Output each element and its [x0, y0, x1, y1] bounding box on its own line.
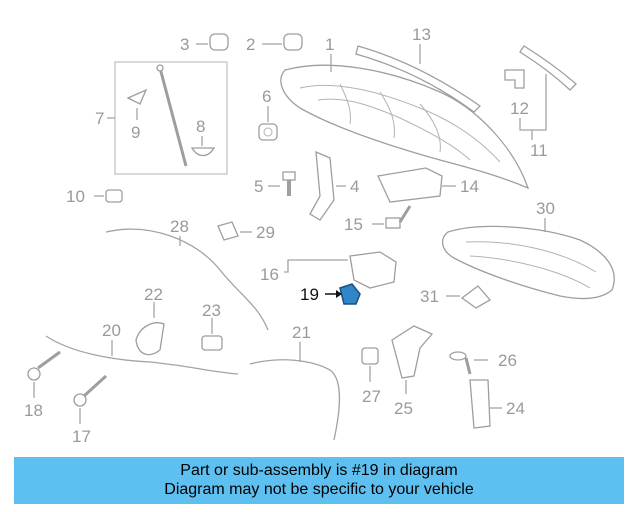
latch-bracket — [377, 167, 456, 203]
pivot-pin — [94, 189, 123, 203]
screw-18 — [27, 350, 61, 398]
cable-connector — [201, 318, 223, 351]
callout-24: 24 — [506, 399, 525, 418]
release-cable — [105, 228, 269, 331]
release-cable-21 — [249, 342, 341, 441]
callout-9: 9 — [131, 123, 140, 142]
highlighted-part-19 — [325, 283, 361, 305]
callout-12: 12 — [510, 99, 529, 118]
callout-26: 26 — [498, 351, 517, 370]
hood-seal-strip — [519, 45, 577, 140]
callout-14: 14 — [460, 177, 479, 196]
grommet — [258, 106, 278, 141]
hood-hinge — [309, 150, 346, 221]
callout-11: 11 — [530, 141, 548, 160]
hood-bumper-2 — [262, 33, 303, 51]
callout-22: 22 — [144, 285, 163, 304]
latch-support-bracket — [391, 325, 434, 394]
callout-28: 28 — [170, 217, 189, 236]
retainer-clip — [361, 347, 379, 382]
release-cable-20 — [45, 335, 239, 375]
callout-15: 15 — [344, 215, 363, 234]
callout-29: 29 — [256, 223, 275, 242]
mount-bracket — [469, 379, 502, 429]
hood-insulator — [442, 218, 615, 300]
callout-5: 5 — [254, 177, 263, 196]
banner-line-2: Diagram may not be specific to your vehi… — [164, 481, 474, 498]
callout-20: 20 — [102, 321, 121, 340]
callout-25: 25 — [394, 399, 413, 418]
callout-10: 10 — [66, 187, 85, 206]
screw-17 — [73, 374, 108, 424]
prop-bolt — [449, 351, 488, 375]
callout-3: 3 — [180, 35, 189, 54]
callout-6: 6 — [262, 87, 271, 106]
cable-clip — [217, 221, 252, 241]
hinge-bolt — [268, 171, 296, 196]
callout-7: 7 — [95, 109, 104, 128]
callout-31: 31 — [420, 287, 439, 306]
callout-4: 4 — [350, 177, 359, 196]
callout-18: 18 — [24, 401, 43, 420]
info-banner: Part or sub-assembly is #19 in diagram D… — [14, 457, 624, 504]
callout-23: 23 — [202, 301, 221, 320]
parts-diagram: 1 2 3 4 5 6 7 8 9 10 11 12 13 14 15 16 1… — [24, 25, 615, 446]
hood-bumper-3 — [196, 33, 229, 51]
callout-30: 30 — [536, 199, 555, 218]
callout-16: 16 — [260, 265, 279, 284]
release-handle — [135, 302, 165, 356]
callout-8: 8 — [196, 117, 205, 136]
banner-line-1: Part or sub-assembly is #19 in diagram — [180, 462, 458, 479]
hood-latch — [284, 251, 397, 289]
hood-panel — [280, 54, 530, 190]
callout-21: 21 — [292, 323, 311, 342]
bumper-pad — [446, 285, 492, 309]
callout-19: 19 — [300, 285, 319, 304]
callout-2: 2 — [246, 35, 255, 54]
callout-1: 1 — [325, 35, 334, 54]
hood-weatherstrip — [355, 44, 482, 113]
callout-13: 13 — [412, 25, 431, 44]
support-rod-group — [107, 61, 228, 175]
callout-17: 17 — [72, 427, 91, 446]
seal-clip — [504, 69, 525, 89]
callout-27: 27 — [362, 387, 381, 406]
latch-bolt — [372, 205, 412, 229]
